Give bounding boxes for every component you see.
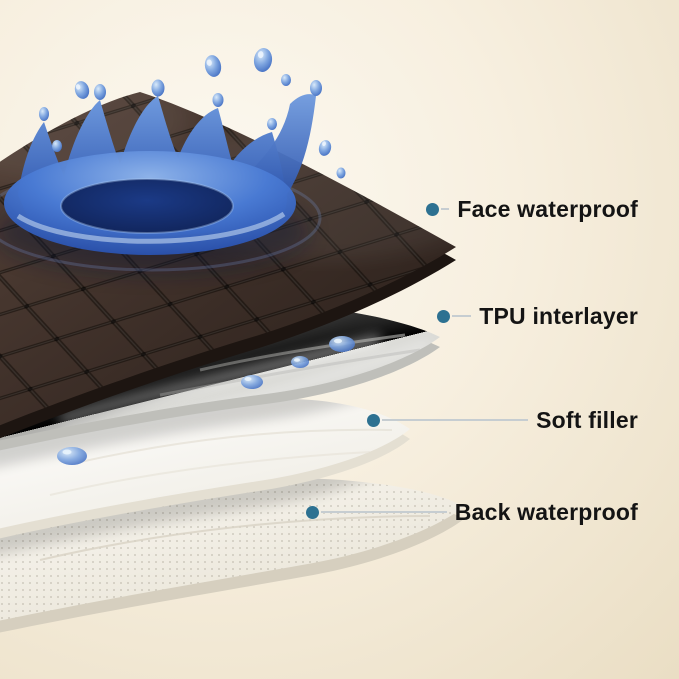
back-waterproof-layer [0,478,464,635]
water-droplets-on-tpu [57,336,355,465]
callout-label: Soft filler [536,406,638,433]
callout-line [441,208,450,210]
callout-dot [305,505,319,519]
flying-water-droplets [52,48,346,179]
callout-dot [426,202,440,216]
callout-line [382,419,529,421]
callout-face-waterproof: Face waterproof [426,196,638,222]
callout-soft-filler: Soft filler [367,407,638,433]
soft-filler-layer [0,398,410,541]
callout-label: Back waterproof [454,498,638,525]
splash-front-highlight [16,211,286,244]
callout-dot [437,309,451,323]
splash-hole-rim [60,178,234,234]
callout-label: TPU interlayer [479,302,638,329]
callout-line [452,315,472,317]
callout-label: Face waterproof [457,195,638,222]
callout-line [320,511,447,513]
water-splash [4,48,346,255]
splash-tip-droplets [39,79,322,130]
splash-ring-hole [61,179,233,233]
callout-dot [367,413,381,427]
callout-tpu-interlayer: TPU interlayer [437,303,638,329]
callout-back-waterproof: Back waterproof [305,498,638,525]
